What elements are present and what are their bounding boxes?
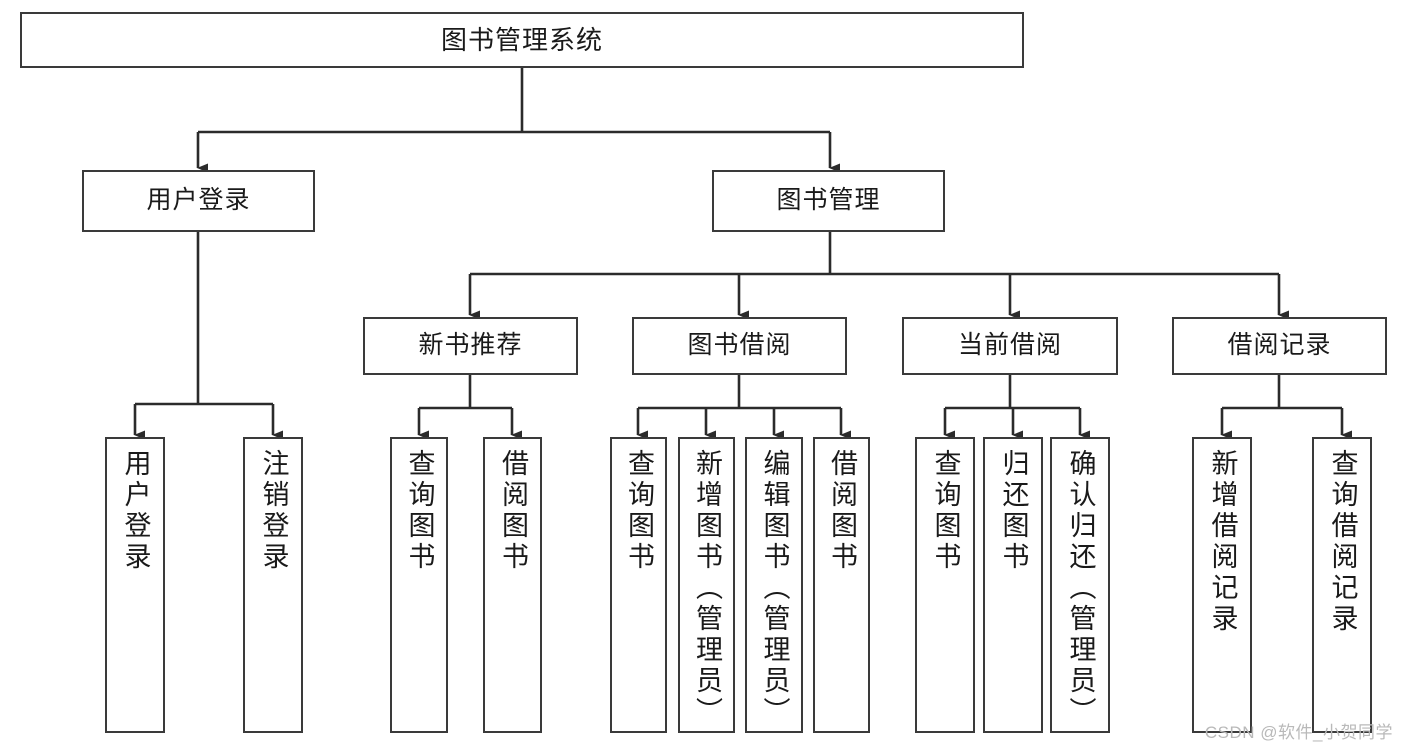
node-user-login[interactable]: 用户登录 xyxy=(82,170,315,232)
leaf-logout[interactable]: 注销登录 xyxy=(243,437,303,733)
node-label: 用户登录 xyxy=(146,186,251,215)
node-label: 查询借阅记录 xyxy=(1327,449,1358,635)
node-label: 编辑图书（管理员） xyxy=(759,449,790,728)
node-label: 查询图书 xyxy=(930,449,961,573)
csdn-watermark: CSDN @软件_小贺同学 xyxy=(1204,723,1393,742)
node-label: 用户登录 xyxy=(120,449,151,573)
leaf-query-borrow-record[interactable]: 查询借阅记录 xyxy=(1312,437,1372,733)
leaf-return-books[interactable]: 归还图书 xyxy=(983,437,1043,733)
node-new-book-recommendation[interactable]: 新书推荐 xyxy=(363,317,578,375)
node-label: 图书管理 xyxy=(776,186,881,215)
node-label: 借阅图书 xyxy=(827,449,857,573)
node-label: 归还图书 xyxy=(998,449,1029,573)
node-label: 借阅图书 xyxy=(498,449,528,573)
node-label: 借阅记录 xyxy=(1227,331,1332,360)
leaf-user-login[interactable]: 用户登录 xyxy=(105,437,165,733)
leaf-query-books-recommendation[interactable]: 查询图书 xyxy=(390,437,448,733)
node-label: 图书管理系统 xyxy=(440,24,603,55)
node-borrow-records[interactable]: 借阅记录 xyxy=(1172,317,1387,375)
node-label: 查询图书 xyxy=(624,449,654,573)
leaf-edit-book-admin[interactable]: 编辑图书（管理员） xyxy=(745,437,803,733)
leaf-borrow-books[interactable]: 借阅图书 xyxy=(813,437,870,733)
leaf-borrow-books-recommendation[interactable]: 借阅图书 xyxy=(483,437,542,733)
leaf-add-borrow-record[interactable]: 新增借阅记录 xyxy=(1192,437,1252,733)
node-label: 新增图书（管理员） xyxy=(692,449,722,728)
node-label: 新增借阅记录 xyxy=(1207,449,1238,635)
node-root-system[interactable]: 图书管理系统 xyxy=(20,12,1024,68)
node-label: 新书推荐 xyxy=(418,331,523,360)
node-label: 注销登录 xyxy=(258,449,289,573)
leaf-add-book-admin[interactable]: 新增图书（管理员） xyxy=(678,437,735,733)
leaf-confirm-return-admin[interactable]: 确认归还（管理员） xyxy=(1050,437,1110,733)
node-book-management[interactable]: 图书管理 xyxy=(712,170,945,232)
node-label: 图书借阅 xyxy=(687,331,792,360)
node-label: 查询图书 xyxy=(404,449,435,573)
leaf-query-books-current[interactable]: 查询图书 xyxy=(915,437,975,733)
node-book-borrow[interactable]: 图书借阅 xyxy=(632,317,847,375)
node-label: 当前借阅 xyxy=(957,331,1062,360)
node-current-borrow[interactable]: 当前借阅 xyxy=(902,317,1118,375)
leaf-query-books-borrow[interactable]: 查询图书 xyxy=(610,437,667,733)
node-label: 确认归还（管理员） xyxy=(1065,449,1096,728)
